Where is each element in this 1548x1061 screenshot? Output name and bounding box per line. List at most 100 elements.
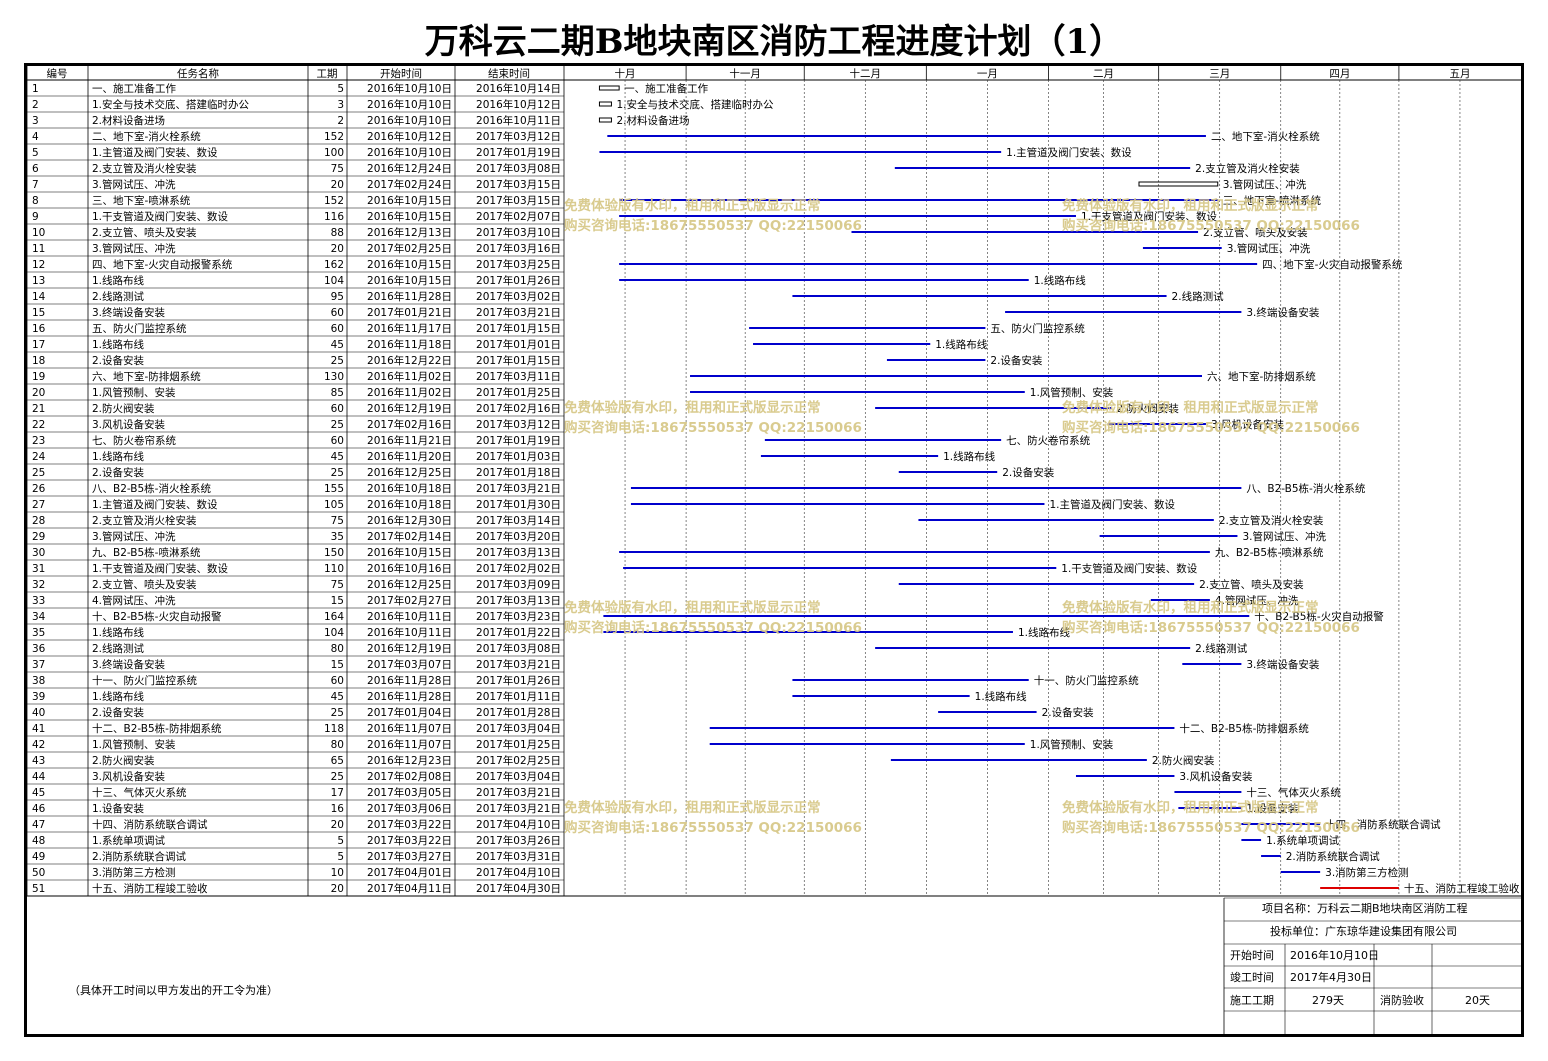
task-start: 2016年11月28日	[367, 690, 452, 703]
task-start: 2017年02月25日	[367, 242, 452, 255]
task-id: 44	[32, 771, 46, 783]
task-duration: 155	[324, 483, 344, 495]
task-bar-label: 1.风管预制、安装	[1030, 738, 1114, 751]
task-start: 2016年11月18日	[367, 338, 452, 351]
task-bar	[619, 199, 1218, 201]
task-duration: 150	[324, 547, 344, 559]
watermark-line2: 购买咨询电话:18675550537 QQ:22150066	[564, 819, 862, 836]
task-bar	[1241, 839, 1262, 841]
task-bar-label: 3.管网试压、冲洗	[1242, 530, 1326, 543]
task-bar-label: 3.管网试压、冲洗	[1223, 178, 1307, 191]
month-label: 三月	[1209, 68, 1230, 80]
task-name: 2.防火阀安装	[92, 402, 155, 415]
task-name: 十一、防火门监控系统	[92, 674, 197, 687]
task-name: 1.安全与技术交底、搭建临时办公	[92, 98, 250, 111]
task-bar-label: 1.线路布线	[943, 450, 996, 463]
task-end: 2017年03月12日	[476, 130, 561, 143]
task-id: 23	[32, 435, 45, 447]
column-header: 任务名称	[177, 67, 219, 80]
task-duration: 152	[324, 131, 344, 143]
month-label: 五月	[1449, 68, 1470, 80]
task-bar	[898, 471, 998, 473]
task-start: 2016年10月10日	[367, 114, 452, 127]
task-id: 15	[32, 307, 45, 319]
task-start: 2016年11月07日	[367, 738, 452, 751]
task-id: 19	[32, 371, 45, 383]
task-end: 2017年03月21日	[476, 658, 561, 671]
task-end: 2017年01月19日	[476, 146, 561, 159]
task-name: 五、防火门监控系统	[92, 322, 187, 335]
task-start: 2016年12月19日	[367, 642, 452, 655]
task-bar	[1107, 423, 1206, 425]
task-start: 2016年11月17日	[367, 322, 452, 335]
task-bar	[890, 759, 1147, 761]
task-bar-label: 3.消防第三方检测	[1325, 866, 1409, 879]
task-start: 2016年10月15日	[367, 274, 452, 287]
task-bar	[792, 695, 970, 697]
task-name: 3.风机设备安装	[92, 770, 166, 783]
task-end: 2017年03月04日	[476, 722, 561, 735]
task-end: 2017年03月09日	[476, 578, 561, 591]
task-end: 2017年03月08日	[476, 162, 561, 175]
task-bar-label: 1.线路布线	[935, 338, 988, 351]
task-bar-label: 十、B2-B5栋-火灾自动报警	[1254, 610, 1384, 623]
task-bar	[619, 263, 1258, 265]
task-name: 2.材料设备进场	[92, 114, 165, 127]
task-bar-label: 3.风机设备安装	[1179, 770, 1253, 783]
task-bar-label: 2.支立管、喷头及安装	[1199, 578, 1304, 591]
task-name: 2.线路测试	[92, 642, 145, 655]
task-duration: 152	[324, 195, 344, 207]
task-end: 2017年02月16日	[476, 402, 561, 415]
task-name: 七、防火卷帘系统	[92, 434, 176, 447]
task-duration: 45	[331, 339, 344, 351]
task-end: 2017年03月21日	[476, 482, 561, 495]
task-bar-label: 1.风管预制、安装	[1030, 386, 1114, 399]
task-duration: 25	[331, 419, 344, 431]
info-end-label: 竣工时间	[1230, 971, 1274, 984]
task-bar-label: 3.风机设备安装	[1211, 418, 1285, 431]
task-start: 2016年10月11日	[367, 610, 452, 623]
task-name: 2.支立管及消火栓安装	[92, 514, 197, 527]
task-end: 2017年02月02日	[476, 562, 561, 575]
task-bar-label: 1.安全与技术交底、搭建临时办公	[616, 98, 774, 111]
task-id: 46	[32, 803, 46, 815]
info-duration-value: 279天	[1312, 994, 1344, 1007]
task-end: 2017年03月26日	[476, 834, 561, 847]
task-bar-label: 二、地下室-消火栓系统	[1211, 130, 1320, 143]
month-label: 四月	[1329, 68, 1350, 80]
task-duration: 65	[331, 755, 344, 767]
task-start: 2017年03月22日	[367, 834, 452, 847]
task-start: 2016年10月10日	[367, 146, 452, 159]
task-bar	[603, 631, 1013, 633]
task-bar-label: 2.防火阀安装	[1116, 402, 1179, 415]
task-bar	[918, 519, 1214, 521]
info-end-value: 2017年4月30日	[1290, 971, 1372, 984]
task-id: 25	[32, 467, 45, 479]
task-name: 2.设备安装	[92, 466, 145, 479]
task-id: 27	[32, 499, 45, 511]
task-end: 2017年01月25日	[476, 386, 561, 399]
task-name: 2.设备安装	[92, 706, 145, 719]
task-bar	[619, 551, 1210, 553]
task-duration: 45	[331, 691, 344, 703]
task-duration: 60	[331, 323, 344, 335]
task-name: 3.管网试压、冲洗	[92, 178, 176, 191]
task-name: 1.线路布线	[92, 690, 145, 703]
watermark-line1: 免费体验版有水印，租用和正式版显示正常	[1062, 799, 1319, 816]
task-name: 八、B2-B5栋-消火栓系统	[92, 482, 211, 495]
task-bar	[1174, 791, 1242, 793]
task-duration: 75	[331, 515, 344, 527]
task-name: 1.线路布线	[92, 626, 145, 639]
task-bar	[709, 727, 1175, 729]
task-start: 2017年02月27日	[367, 594, 452, 607]
task-start: 2017年03月22日	[367, 818, 452, 831]
task-end: 2017年01月18日	[476, 466, 561, 479]
task-duration: 130	[324, 371, 344, 383]
task-end: 2017年04月10日	[476, 866, 561, 879]
task-id: 51	[32, 883, 45, 895]
task-bar-label: 十一、防火门监控系统	[1034, 674, 1139, 687]
task-id: 11	[32, 243, 45, 255]
task-duration: 100	[324, 147, 344, 159]
task-end: 2017年01月26日	[476, 274, 561, 287]
